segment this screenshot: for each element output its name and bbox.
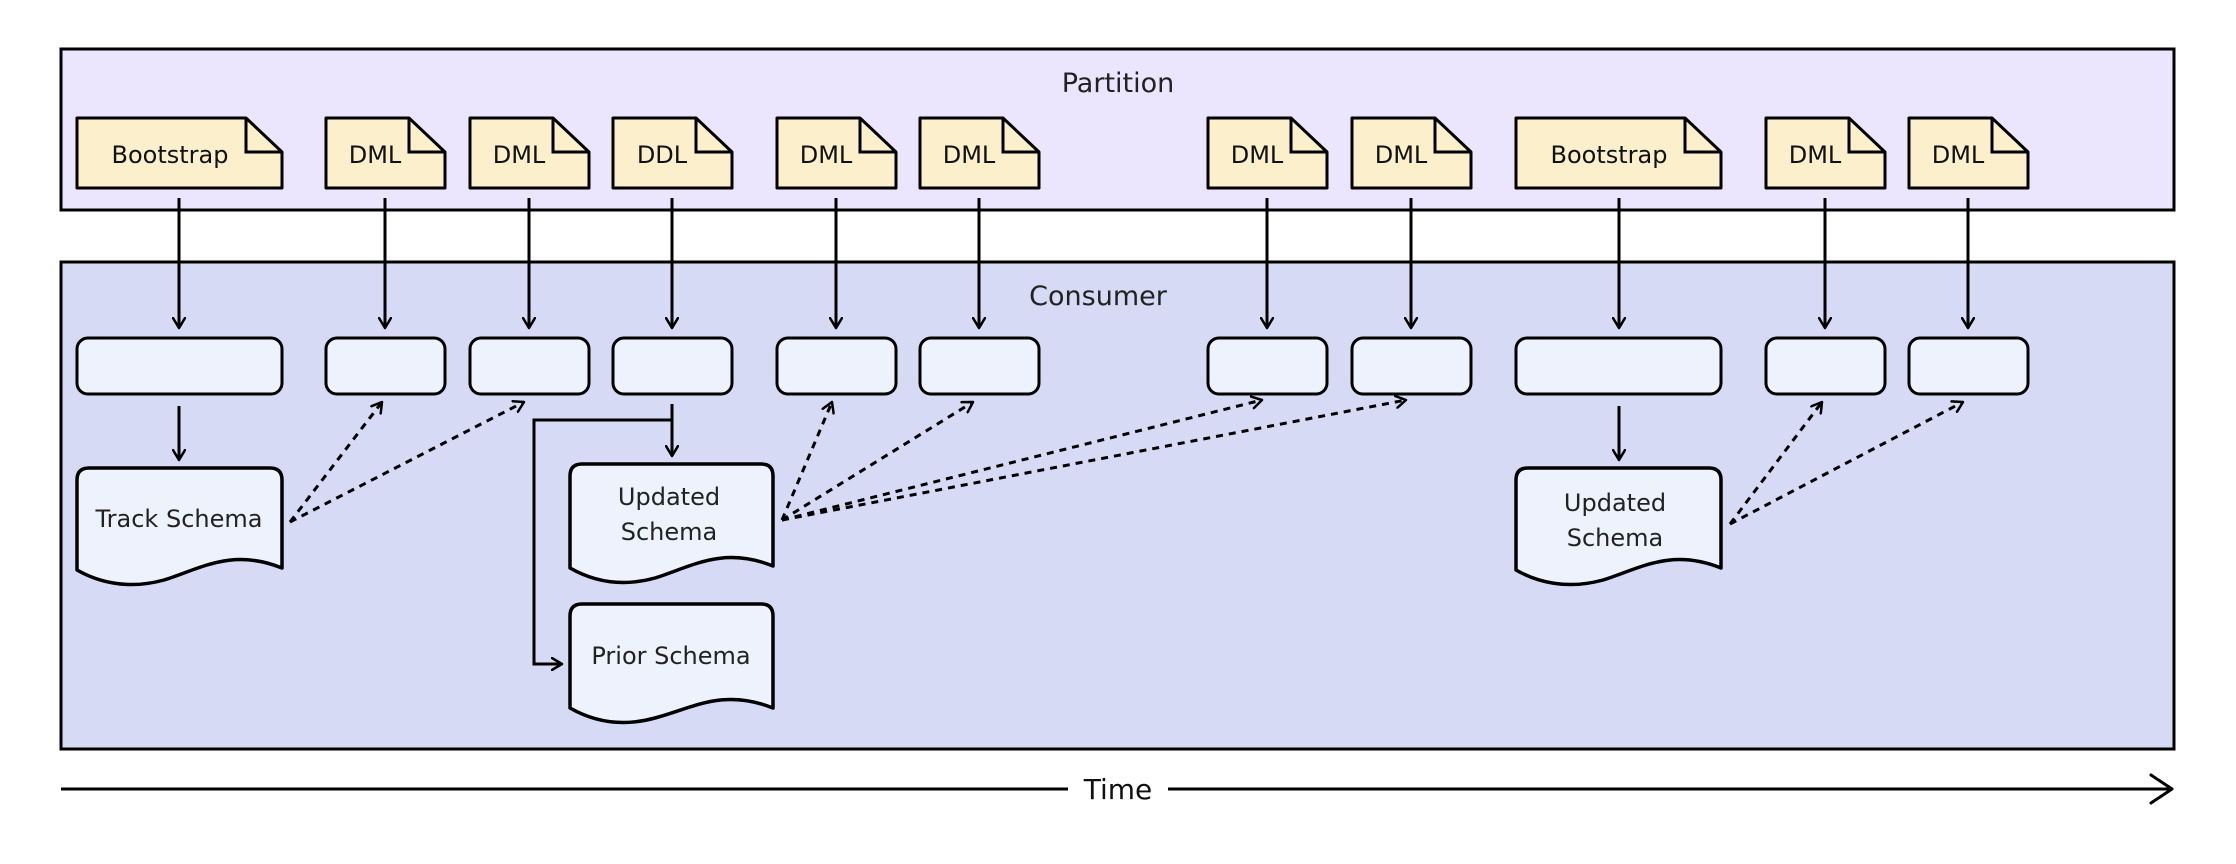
consumer-event-box [1206, 336, 1329, 396]
consumer-event-box [1514, 336, 1723, 396]
schema-usage-arrow [781, 400, 973, 522]
schema-usage-arrow [1729, 402, 1963, 526]
consumer-event-box [324, 336, 447, 396]
consumer-events [75, 336, 2030, 396]
schema-usage-arrow [780, 402, 832, 521]
partition-title: Partition [1062, 68, 1175, 99]
message-label: DML [1789, 141, 1842, 169]
message-note: DDL [611, 116, 734, 190]
consumer-panel: Consumer [59, 260, 2176, 751]
schema-label: Schema [1567, 524, 1664, 552]
consumer-event-box [1907, 336, 2030, 396]
consumer-event-box [611, 336, 734, 396]
message-label: DML [1375, 141, 1428, 169]
schema-documents: Track Schema Updated Schema Prior Schema… [75, 462, 1723, 725]
schema-label: Prior Schema [591, 642, 750, 670]
time-label: Time [1083, 773, 1153, 806]
message-label: Bootstrap [1551, 141, 1668, 169]
message-note: DML [1907, 116, 2030, 190]
consumer-event-box [775, 336, 898, 396]
message-note: DML [1206, 116, 1329, 190]
consumer-event-box [75, 336, 284, 396]
consumer-event-box [1350, 336, 1473, 396]
message-notes: Bootstrap DML DML DDL DML DML [75, 116, 2030, 190]
message-label: DML [493, 141, 546, 169]
message-label: DML [1231, 141, 1284, 169]
message-note: DML [775, 116, 898, 190]
consumer-event-box [918, 336, 1041, 396]
message-label: DDL [637, 141, 688, 169]
schema-track: Track Schema [75, 466, 284, 587]
delivery-arrows [179, 198, 1968, 328]
consumer-event-box [468, 336, 591, 396]
schema-prior: Prior Schema [568, 602, 775, 725]
message-note: DML [324, 116, 447, 190]
message-label: Bootstrap [112, 141, 229, 169]
prior-schema-arrow [532, 418, 672, 664]
message-note: DML [1764, 116, 1887, 190]
schema-usage-arrow [781, 400, 1262, 522]
schema-usage-arrows [288, 400, 1963, 526]
message-label: DML [800, 141, 853, 169]
schema-usage-arrow [289, 402, 524, 524]
schema-label: Updated [1564, 489, 1666, 517]
schema-label: Schema [621, 518, 718, 546]
message-note: Bootstrap [1514, 116, 1723, 190]
schema-updated: Updated Schema [568, 462, 775, 585]
message-label: DML [943, 141, 996, 169]
schema-label: Updated [618, 483, 720, 511]
schema-usage-arrow [781, 400, 1406, 522]
message-note: DML [918, 116, 1041, 190]
message-note: Bootstrap [75, 116, 284, 190]
message-label: DML [349, 141, 402, 169]
message-note: DML [1350, 116, 1473, 190]
time-axis: Time [61, 773, 2174, 806]
message-note: DML [468, 116, 591, 190]
schema-updated-2: Updated Schema [1514, 466, 1723, 587]
consumer-title: Consumer [1029, 281, 1168, 312]
schema-creation-arrows [179, 404, 1619, 664]
message-label: DML [1932, 141, 1985, 169]
consumer-event-box [1764, 336, 1887, 396]
schema-label: Track Schema [95, 505, 263, 533]
